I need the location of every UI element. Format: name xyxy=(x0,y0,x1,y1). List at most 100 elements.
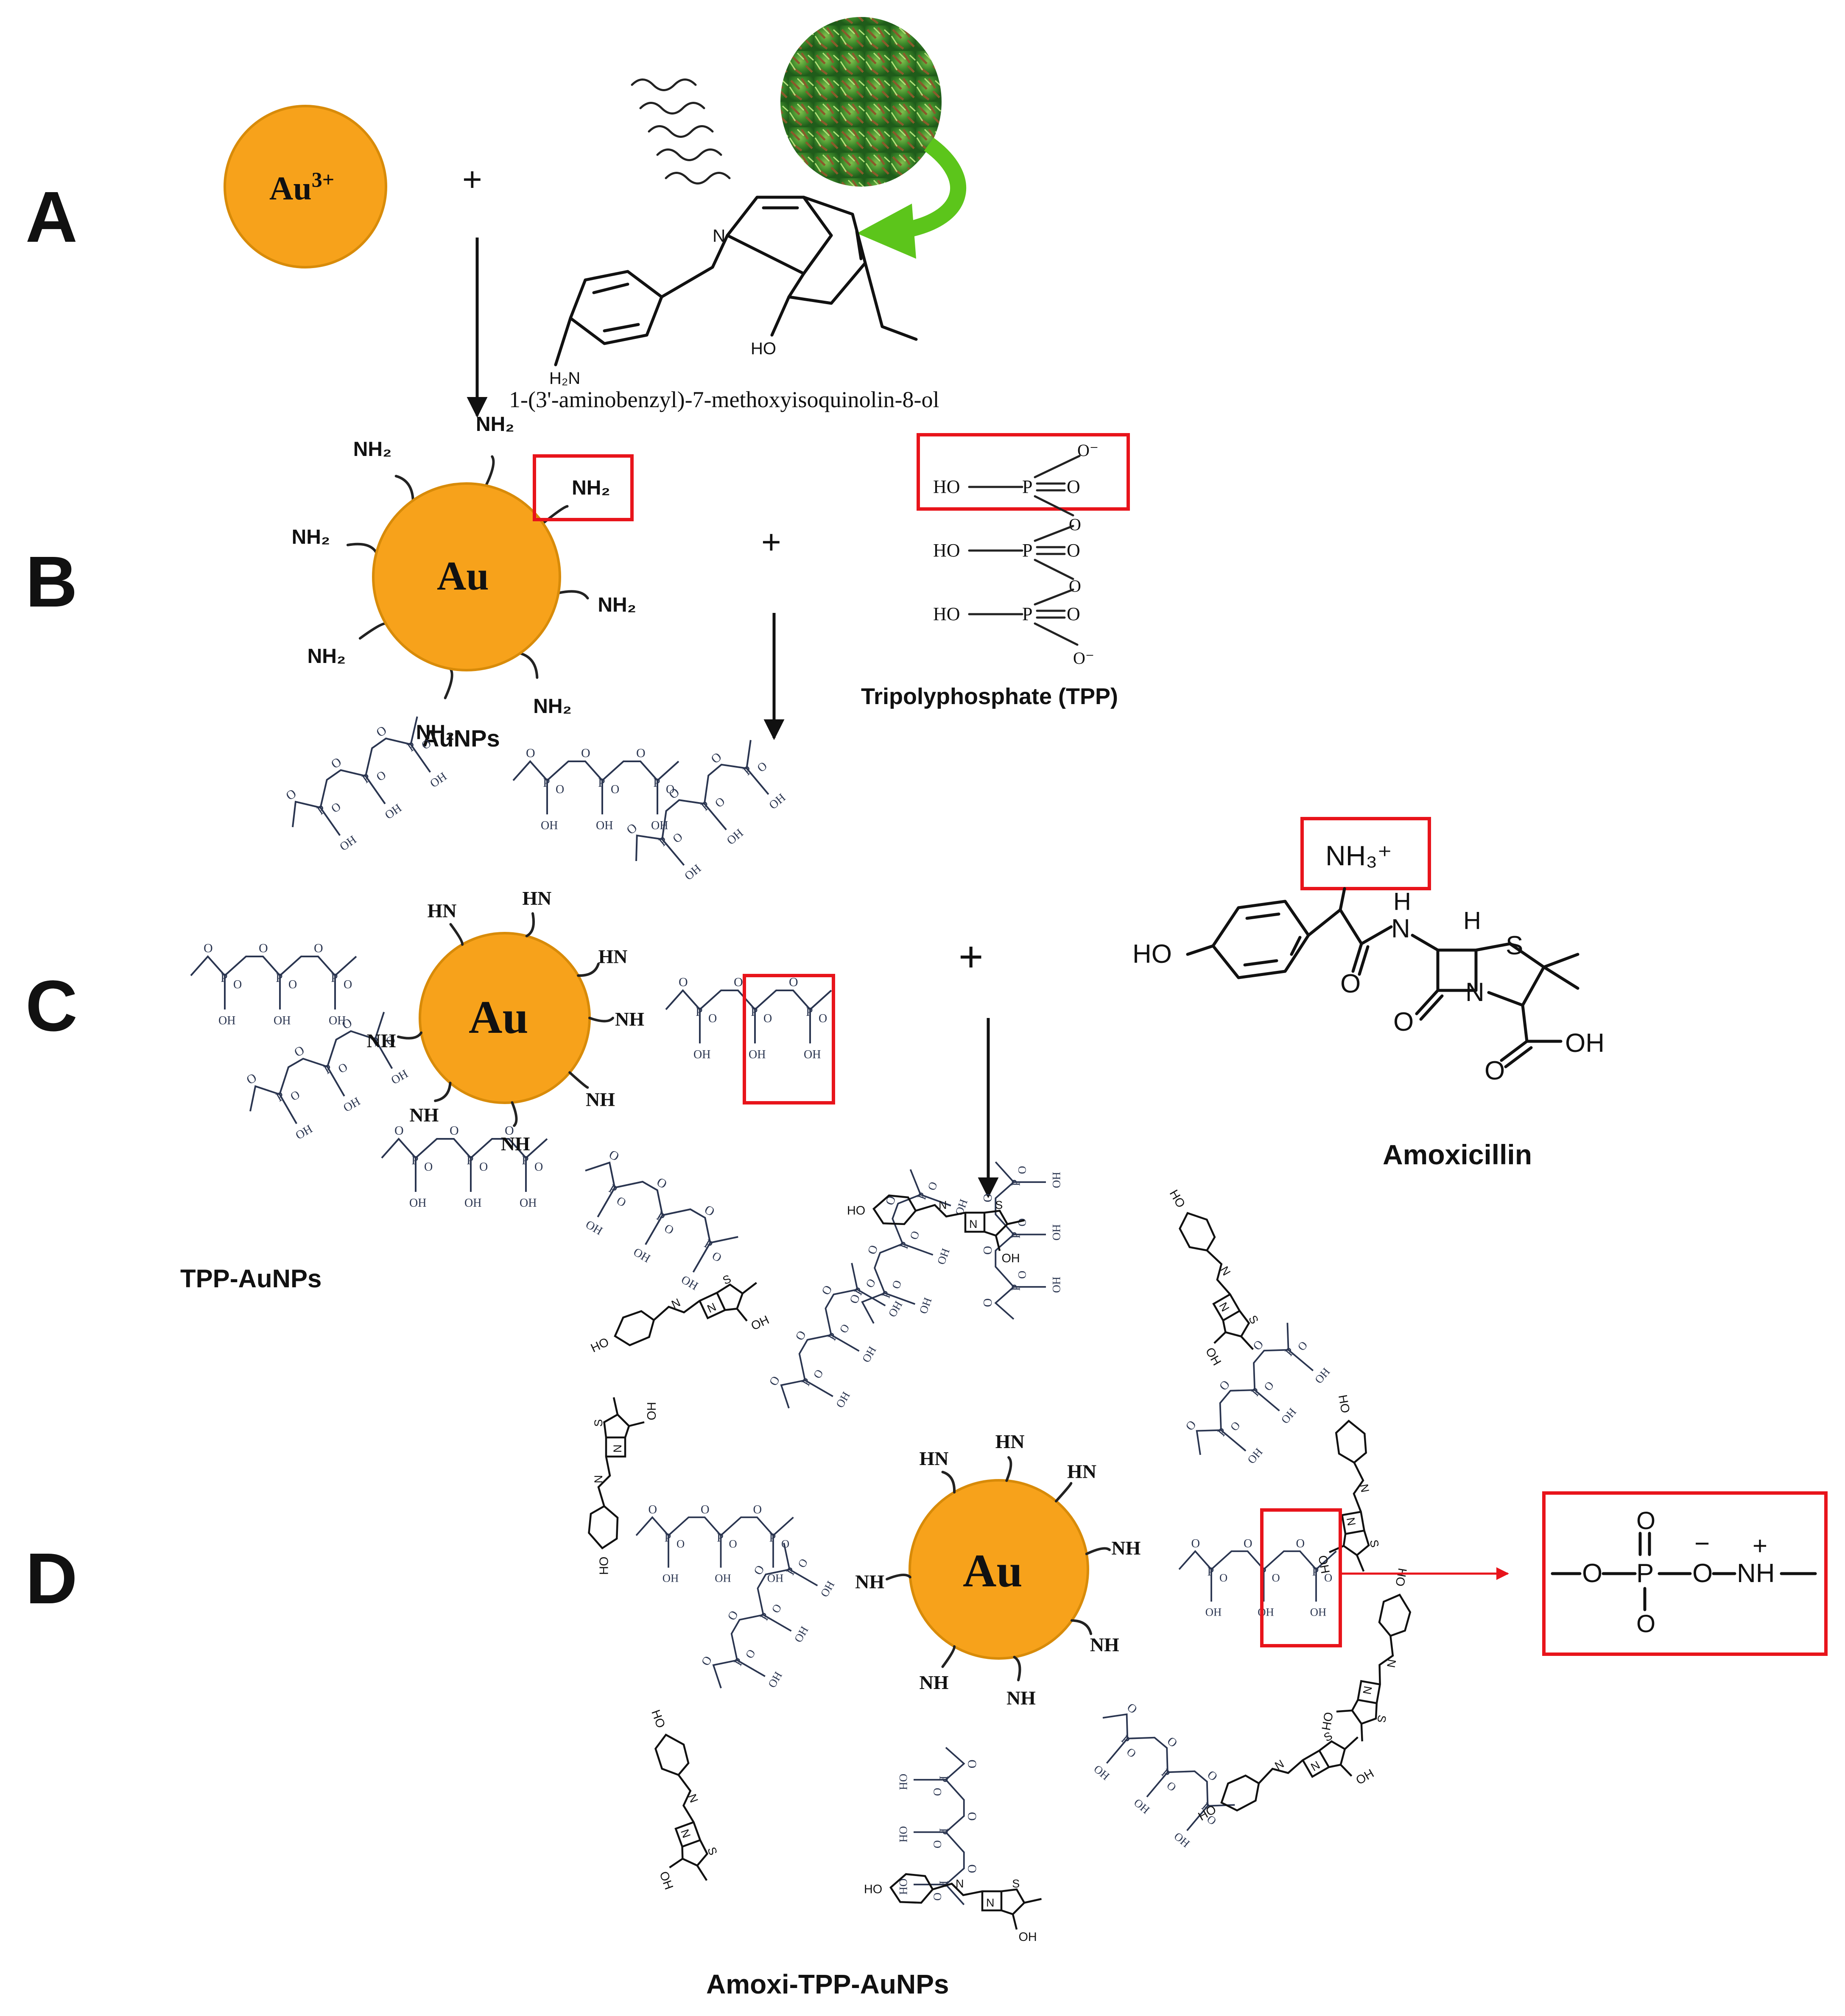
svg-text:O: O xyxy=(753,1503,762,1516)
svg-text:OH: OH xyxy=(341,1095,363,1115)
svg-text:OH: OH xyxy=(1310,1605,1326,1618)
hydroxyl-label: HO xyxy=(751,339,776,358)
svg-text:O: O xyxy=(931,1840,944,1848)
svg-text:OH: OH xyxy=(389,1067,411,1087)
nh-linker-label: NH xyxy=(1006,1687,1036,1708)
linker-bond xyxy=(577,962,600,977)
svg-text:S: S xyxy=(1367,1539,1381,1549)
panel-letter-d: D xyxy=(25,1538,78,1619)
panel-letter-a: A xyxy=(25,177,78,257)
svg-text:O: O xyxy=(1295,1339,1310,1353)
svg-text:O: O xyxy=(662,1222,676,1237)
svg-text:O: O xyxy=(755,759,770,775)
svg-text:O: O xyxy=(981,1298,995,1307)
svg-text:O: O xyxy=(701,1503,710,1516)
svg-text:O: O xyxy=(244,1071,259,1087)
ligand-bond xyxy=(358,622,387,640)
nh-linker-label: NH xyxy=(586,1089,615,1110)
svg-text:O: O xyxy=(925,1180,940,1192)
svg-text:−: − xyxy=(1694,1529,1710,1558)
tpp-chain: OPOHOOPOHOOPOHO xyxy=(381,1124,548,1210)
tpp-chain: OPOHOOPOHOOPOHO xyxy=(1091,1701,1235,1850)
tpp-chain: OPOHOOPOHOOPOHO xyxy=(981,1161,1062,1320)
tpp-phosphate-2: HO P O O xyxy=(933,525,1081,596)
green-arrow-head xyxy=(857,204,916,259)
svg-text:O: O xyxy=(374,768,389,784)
svg-text:P: P xyxy=(1022,476,1032,497)
svg-text:OH: OH xyxy=(1354,1767,1376,1787)
svg-text:O: O xyxy=(526,746,535,760)
panel-letter-b: B xyxy=(25,542,78,622)
svg-text:OH: OH xyxy=(749,1313,772,1333)
svg-text:O: O xyxy=(1484,1056,1505,1085)
linker-bond xyxy=(941,1645,956,1668)
svg-text:O: O xyxy=(1272,1571,1280,1584)
svg-text:O: O xyxy=(865,1244,881,1256)
svg-text:O: O xyxy=(1296,1537,1305,1550)
svg-text:N: N xyxy=(1465,978,1484,1007)
svg-text:O: O xyxy=(1067,604,1080,624)
svg-text:O: O xyxy=(314,941,323,955)
svg-text:HO: HO xyxy=(933,476,960,497)
svg-text:O: O xyxy=(1067,540,1080,561)
tpp-chain: OPOHOOPOHOOPOHO xyxy=(897,1747,978,1905)
svg-text:O: O xyxy=(863,1276,878,1290)
svg-text:OH: OH xyxy=(934,1247,952,1266)
svg-text:OH: OH xyxy=(897,1826,910,1842)
tpp-chain: OPOHOOPOHOOPOHO xyxy=(1178,1537,1337,1618)
nh-linker-label: HN xyxy=(598,946,627,967)
svg-text:O⁻: O⁻ xyxy=(1077,441,1099,460)
svg-text:OH: OH xyxy=(682,862,704,883)
svg-text:O: O xyxy=(767,1374,783,1388)
svg-text:O: O xyxy=(288,978,297,991)
svg-text:O: O xyxy=(931,1893,944,1901)
svg-text:O: O xyxy=(505,1124,514,1138)
svg-text:O: O xyxy=(708,1012,717,1025)
svg-text:O: O xyxy=(1191,1537,1200,1550)
green-curved-arrow xyxy=(897,137,966,239)
svg-text:O: O xyxy=(666,783,674,796)
svg-text:O: O xyxy=(931,1788,944,1796)
svg-text:OH: OH xyxy=(1315,1554,1332,1574)
svg-text:O: O xyxy=(1393,1007,1414,1037)
svg-text:OH: OH xyxy=(715,1571,731,1584)
svg-text:OH: OH xyxy=(791,1624,811,1644)
svg-text:O: O xyxy=(614,1194,628,1210)
svg-text:OH: OH xyxy=(804,1048,821,1061)
nh-linker-label: NH xyxy=(501,1133,530,1155)
svg-text:O: O xyxy=(1228,1419,1243,1433)
nh-linker-label: NH xyxy=(855,1571,884,1593)
linker-bond xyxy=(434,1082,452,1102)
panel-a-plus: + xyxy=(462,160,482,198)
svg-text:OH: OH xyxy=(583,1218,605,1238)
svg-text:O: O xyxy=(233,978,242,991)
tpp-phosphate-3: HO P O O⁻ xyxy=(933,588,1094,668)
svg-text:O: O xyxy=(1069,515,1081,534)
svg-text:O: O xyxy=(710,1249,724,1265)
amine-label: H₂N xyxy=(549,369,580,388)
svg-text:O: O xyxy=(374,723,389,740)
svg-text:O: O xyxy=(344,978,352,991)
linker-bond xyxy=(886,1574,911,1581)
aunp-sphere-b xyxy=(372,482,561,671)
svg-text:HO: HO xyxy=(589,1335,611,1355)
nh2-highlight-box xyxy=(533,454,634,521)
svg-text:N: N xyxy=(1344,1516,1358,1527)
ligand-bond xyxy=(557,590,589,600)
svg-text:OH: OH xyxy=(218,1014,235,1027)
svg-text:O: O xyxy=(729,1538,737,1550)
svg-text:S: S xyxy=(1375,1714,1389,1724)
ionic-bond-inset: O P O O − O + NH xyxy=(1542,1491,1828,1656)
svg-text:OH: OH xyxy=(274,1014,291,1027)
svg-text:OH: OH xyxy=(1050,1224,1062,1240)
svg-text:P: P xyxy=(1636,1559,1654,1588)
svg-text:OH: OH xyxy=(663,1571,679,1584)
svg-text:HO: HO xyxy=(1167,1188,1188,1210)
svg-text:OH: OH xyxy=(1091,1762,1112,1783)
svg-text:OH: OH xyxy=(749,1048,766,1061)
svg-text:O: O xyxy=(292,1043,307,1060)
svg-text:O: O xyxy=(1164,1779,1179,1794)
